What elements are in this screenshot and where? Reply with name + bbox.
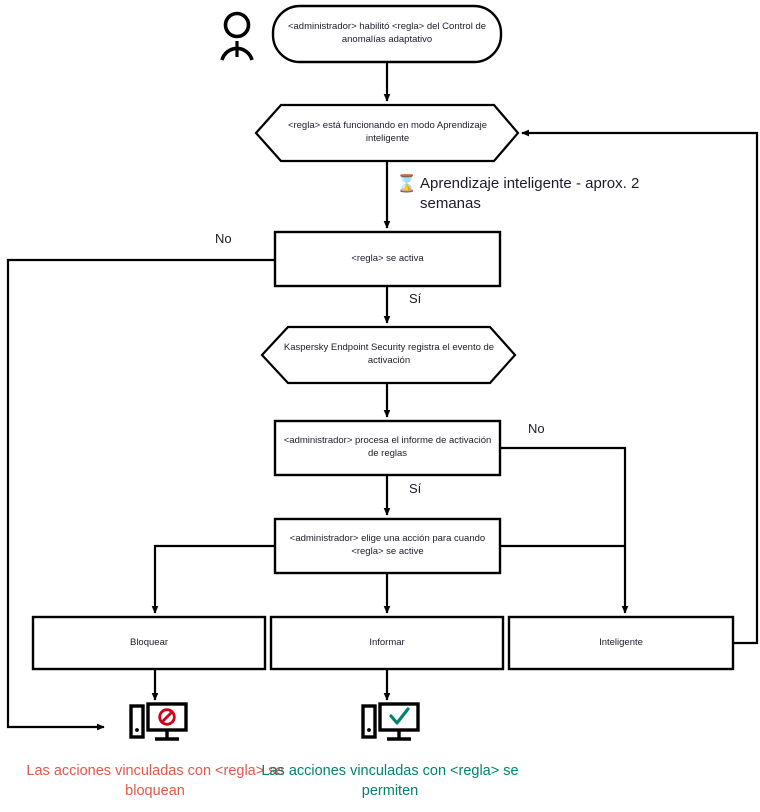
edge-label-no-trigger: No <box>215 231 232 246</box>
rule-triggers-shape <box>273 230 502 288</box>
edge-label-yes-report: Sí <box>409 481 422 496</box>
admin-enables-rule-shape <box>271 4 503 64</box>
kes-logs-trigger-event-shape <box>260 325 517 385</box>
edge-label-no-report: No <box>528 421 545 436</box>
action-smart-shape <box>507 615 735 671</box>
edge-no-to-blocked-computer <box>6 258 275 731</box>
computer-blocked-icon <box>129 702 188 741</box>
admin-selects-action-shape <box>273 517 502 575</box>
action-inform-shape <box>269 615 505 671</box>
rule-in-smart-learning-mode-shape <box>254 103 520 163</box>
edge-admin-action-to-block <box>151 544 275 614</box>
hourglass-icon: ⌛ <box>396 174 418 193</box>
caption-actions-blocked: Las acciones vinculadas con <regla> se b… <box>26 763 284 799</box>
admin-processes-report-shape <box>273 419 502 477</box>
person-icon <box>220 11 254 61</box>
computer-allowed-icon <box>361 702 420 741</box>
edge-no-report-to-smart <box>500 446 629 614</box>
edge-label-yes-trigger: Sí <box>409 291 422 306</box>
edge-smart-to-smart-mode-loop <box>521 129 759 645</box>
caption-actions-allowed: Las acciones vinculadas con <regla> se p… <box>261 763 519 799</box>
action-block-shape <box>31 615 267 671</box>
learning-duration-note: Aprendizaje inteligente - aprox. 2 seman… <box>420 175 640 213</box>
